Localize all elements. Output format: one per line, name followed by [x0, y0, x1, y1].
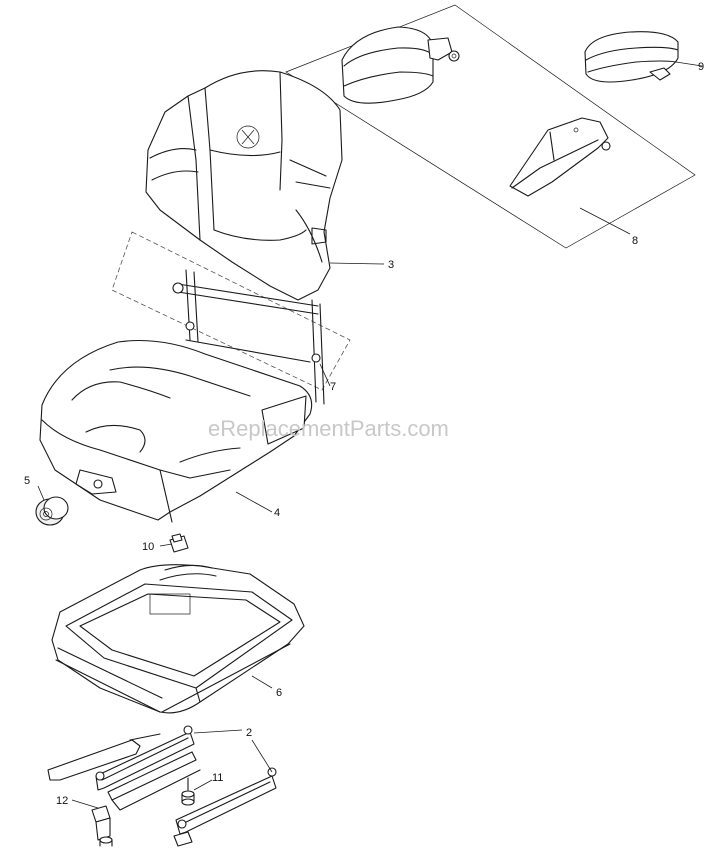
- callout-8: 8: [632, 235, 638, 247]
- watermark-text: eReplacementParts.com: [208, 416, 449, 441]
- brand-logo-icon: [236, 125, 260, 149]
- armrest-kit: [285, 4, 696, 249]
- callout-12: 12: [56, 795, 68, 807]
- seat-cushion: [39, 340, 313, 523]
- leader-lines: [37, 61, 703, 809]
- adjustment-knob: [35, 496, 69, 526]
- callout-2: 2: [246, 727, 252, 739]
- backrest-frame-envelope: [111, 231, 351, 391]
- rail-spacer: [181, 777, 195, 806]
- callout-5: 5: [24, 475, 30, 487]
- callout-7: 7: [330, 381, 336, 393]
- seat-frame: [172, 269, 325, 405]
- seat-pan: [51, 564, 305, 714]
- left-armrest: [341, 26, 460, 104]
- callout-3: 3: [388, 259, 394, 271]
- armrest-bracket: [509, 117, 611, 197]
- callout-9: 9: [698, 61, 704, 73]
- callout-4: 4: [274, 507, 280, 519]
- callout-11: 11: [212, 772, 223, 784]
- callout-6: 6: [276, 687, 282, 699]
- seat-switch: [169, 533, 189, 553]
- seat-rails: [47, 725, 277, 847]
- rail-fastener: [99, 836, 113, 847]
- callout-10: 10: [142, 541, 154, 553]
- right-armrest: [584, 31, 679, 83]
- seat-back: [145, 70, 343, 301]
